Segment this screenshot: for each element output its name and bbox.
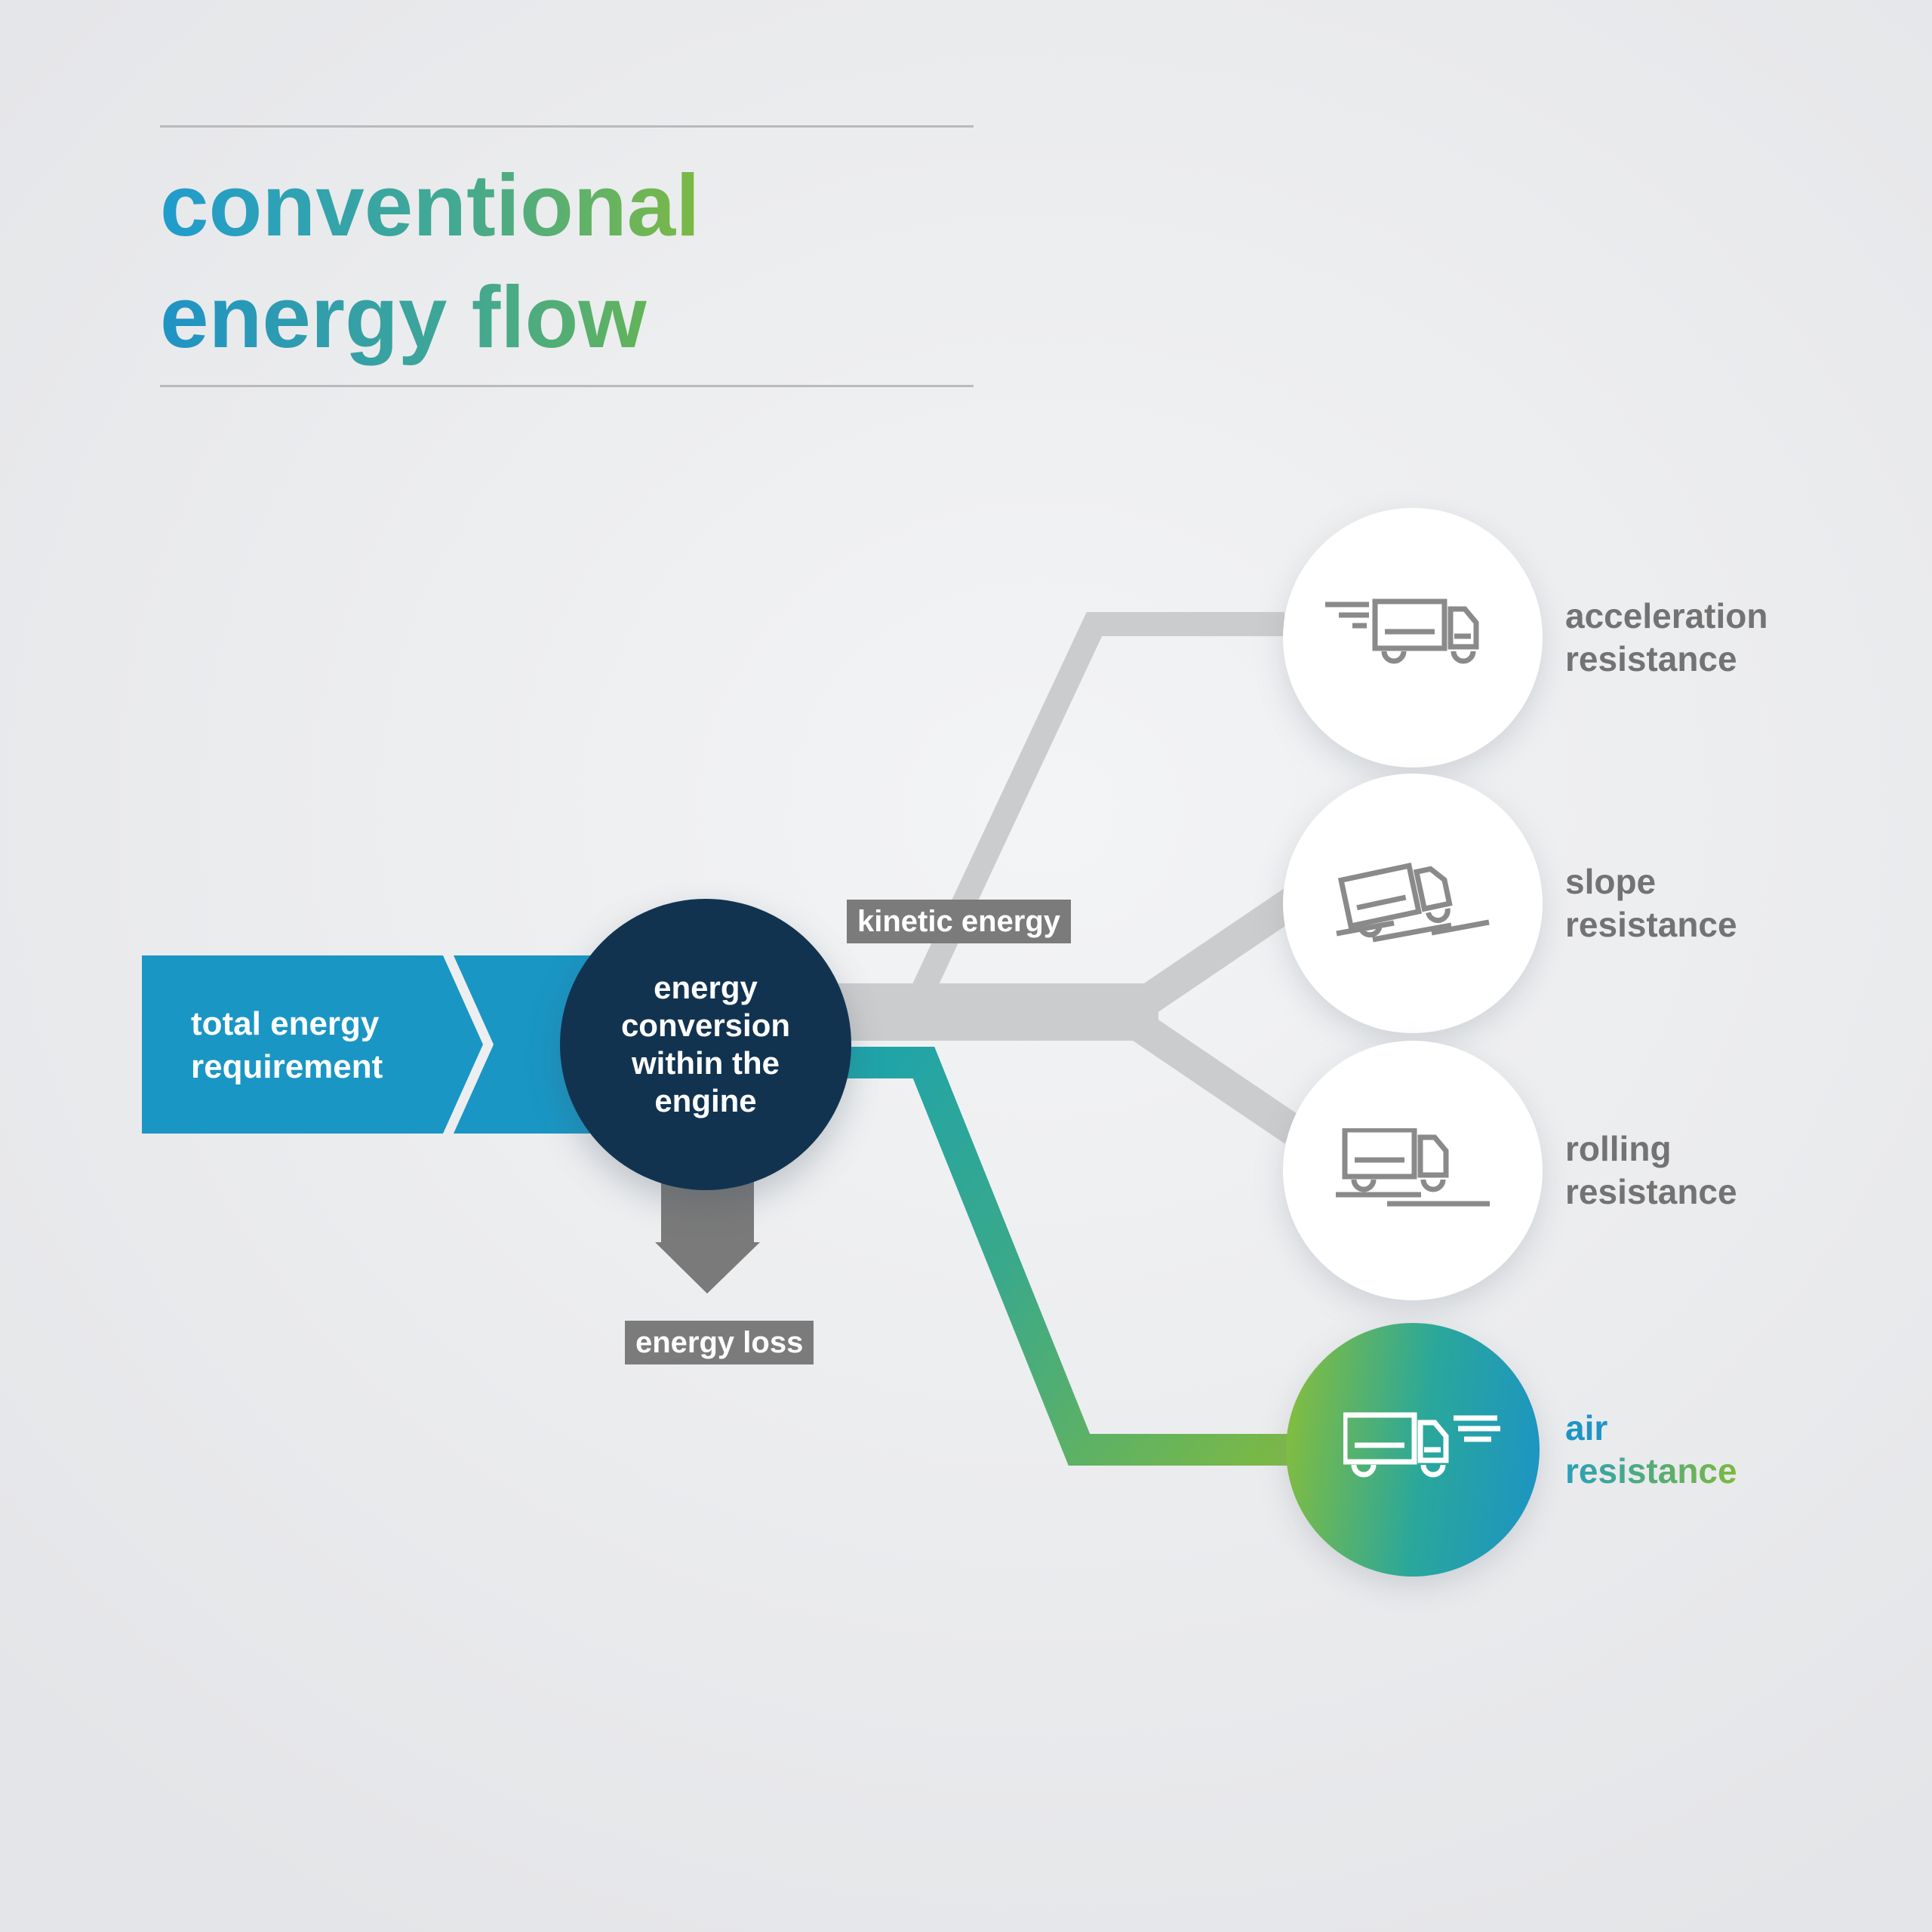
acceleration-resistance-label: acceleration resistance [1565, 595, 1767, 681]
acceleration-resistance-node [1283, 508, 1543, 768]
slope-resistance-label: slope resistance [1565, 860, 1737, 946]
rolling-label-line-1: rolling [1565, 1129, 1672, 1168]
page-title: conventional energy flow [160, 149, 700, 373]
title-line-1: conventional [160, 149, 700, 261]
slope-resistance-node [1283, 774, 1543, 1033]
engine-line-2: conversion [620, 1008, 791, 1043]
connector-slope-line [1132, 888, 1303, 1018]
truck-airflow-icon [1343, 1412, 1500, 1478]
engine-line-4: engine [654, 1083, 757, 1118]
connector-acceleration-line [899, 612, 1284, 1023]
kinetic-energy-tag: kinetic energy [847, 900, 1072, 943]
total-energy-line-1: total energy [191, 1005, 380, 1042]
connector-air-line [827, 1047, 1287, 1466]
air-resistance-node [1286, 1323, 1540, 1577]
rolling-resistance-label: rolling resistance [1565, 1128, 1737, 1214]
total-energy-arrow-segment-1 [142, 955, 483, 1134]
air-label-line-1: air [1565, 1408, 1608, 1447]
connector-rolling-line [1132, 1014, 1303, 1144]
rolling-label-line-2: resistance [1565, 1172, 1737, 1211]
title-rule-top [160, 125, 974, 128]
energy-loss-tag: energy loss [625, 1321, 814, 1364]
truck-accelerating-icon [1325, 598, 1479, 664]
air-resistance-label: air resistance [1565, 1407, 1737, 1493]
engine-conversion-node: energy conversion within the engine [560, 899, 851, 1190]
title-line-2: energy flow [160, 261, 700, 373]
rolling-resistance-node [1283, 1041, 1543, 1300]
total-energy-line-2: requirement [191, 1048, 383, 1085]
title-rule-bottom [160, 385, 974, 387]
acceleration-label-line-2: resistance [1565, 639, 1737, 678]
air-label-line-2: resistance [1565, 1450, 1737, 1493]
engine-line-1: energy [654, 970, 758, 1005]
acceleration-label-line-1: acceleration [1565, 596, 1768, 635]
truck-rolling-icon [1336, 1128, 1490, 1207]
engine-conversion-label: energy conversion within the engine [621, 969, 790, 1120]
engine-line-3: within the [632, 1045, 780, 1081]
slope-label-line-2: resistance [1565, 905, 1737, 944]
slope-label-line-1: slope [1565, 862, 1657, 901]
total-energy-label: total energy requirement [191, 1002, 383, 1088]
truck-uphill-icon [1336, 863, 1490, 943]
energy-loss-arrow-head [655, 1242, 760, 1294]
